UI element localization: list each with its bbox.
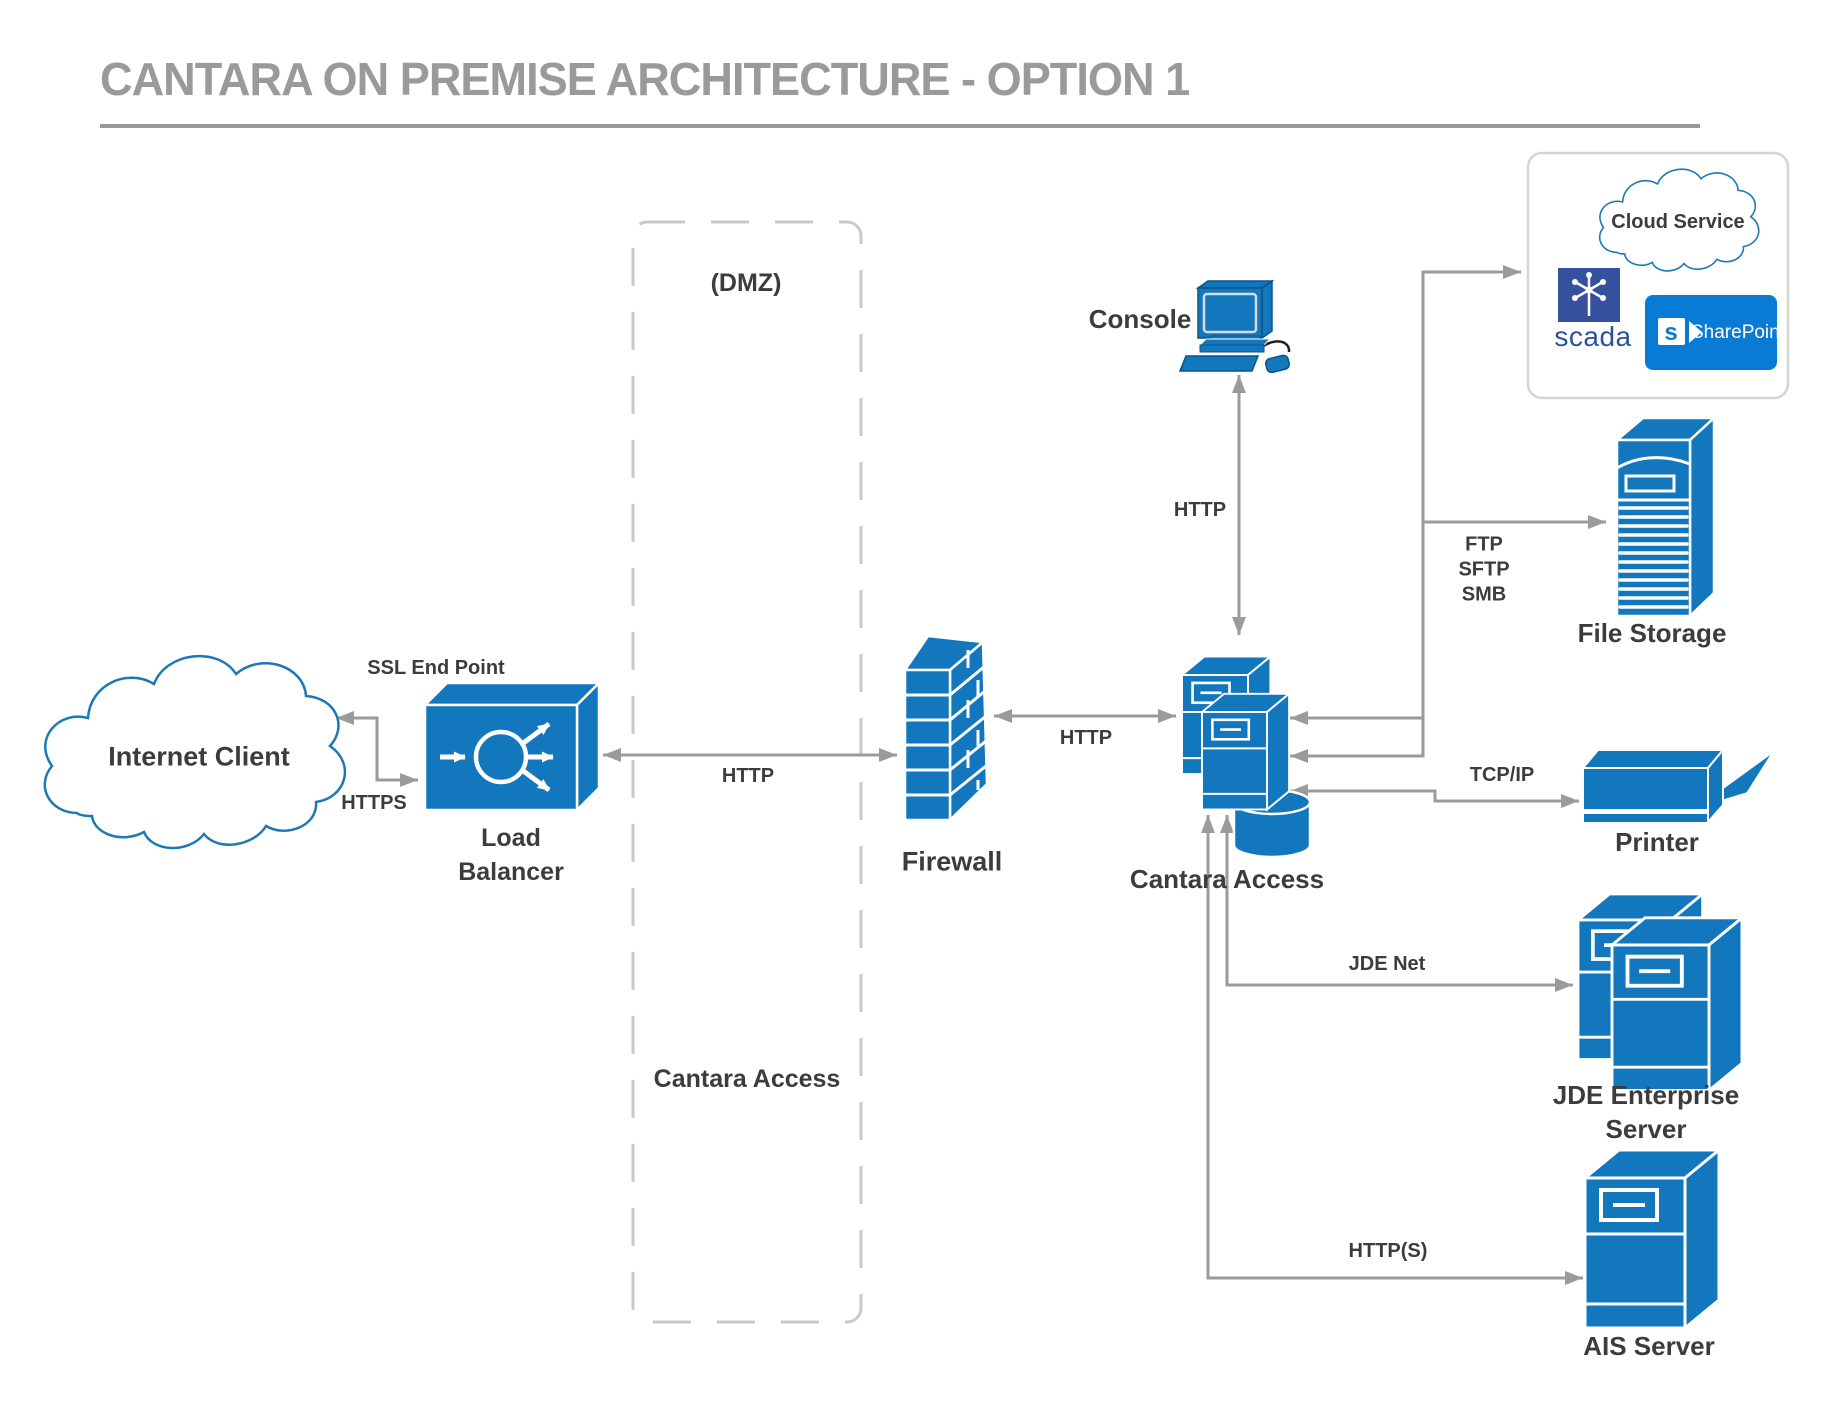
dmz-zone-box (631, 220, 863, 1324)
cantara-access-label: Cantara Access (1129, 864, 1325, 895)
jde-enterprise-server-label: JDE Enterprise Server (1552, 1080, 1740, 1144)
printer-label: Printer (1615, 827, 1699, 858)
ais-server-icon (1583, 1148, 1721, 1330)
edge-http-lb-firewall-label: HTTP (721, 765, 775, 787)
edge-cantara-printer (1290, 784, 1579, 808)
page-title: CANTARA ON PREMISE ARCHITECTURE - OPTION… (100, 53, 1190, 105)
dmz-label: (DMZ) (710, 268, 782, 297)
cantara-access-icon (1180, 655, 1312, 859)
edge-jde-net-label: JDE Net (1348, 953, 1426, 975)
jde-enterprise-server-icon (1576, 892, 1744, 1093)
edge-cantara-ais (1201, 815, 1583, 1285)
sharepoint-label: SharePoint (1690, 322, 1786, 343)
title-underline (100, 124, 1700, 128)
edge-cantara-cloudservice (1290, 265, 1521, 763)
dmz-cantara-access-label: Cantara Access (653, 1064, 841, 1093)
load-balancer-icon (421, 679, 603, 814)
file-storage-label: File Storage (1577, 618, 1727, 649)
edge-file-protocols-label: FTP SFTP SMB (1458, 533, 1510, 606)
scada-logo-icon (1558, 268, 1620, 322)
file-storage-icon (1613, 415, 1718, 619)
console-label: Console (1088, 304, 1192, 335)
firewall-icon (902, 634, 989, 823)
internet-client-label: Internet Client (108, 741, 290, 772)
edge-http-console-label: HTTP (1173, 499, 1227, 521)
edge-https-label: HTTPS (341, 792, 407, 814)
console-computer-icon (1178, 279, 1291, 374)
ssl-end-point-label: SSL End Point (367, 657, 505, 679)
edges (336, 265, 1606, 1285)
edge-http-firewall-cantara-label: HTTP (1059, 727, 1113, 749)
sharepoint-s-glyph: s (1664, 319, 1677, 346)
cloud-service-label: Cloud Service (1611, 211, 1745, 233)
sharepoint-logo-icon: s (1645, 295, 1777, 370)
firewall-label: Firewall (901, 846, 1003, 877)
printer-icon (1580, 747, 1774, 825)
edge-tcpip-label: TCP/IP (1469, 764, 1535, 786)
ais-server-label: AIS Server (1583, 1331, 1715, 1362)
edge-https-ais-label: HTTP(S) (1348, 1240, 1428, 1262)
edge-internet-loadbalancer (336, 711, 418, 787)
scada-label: scada (1554, 321, 1632, 352)
load-balancer-label: Load Balancer (458, 824, 564, 886)
